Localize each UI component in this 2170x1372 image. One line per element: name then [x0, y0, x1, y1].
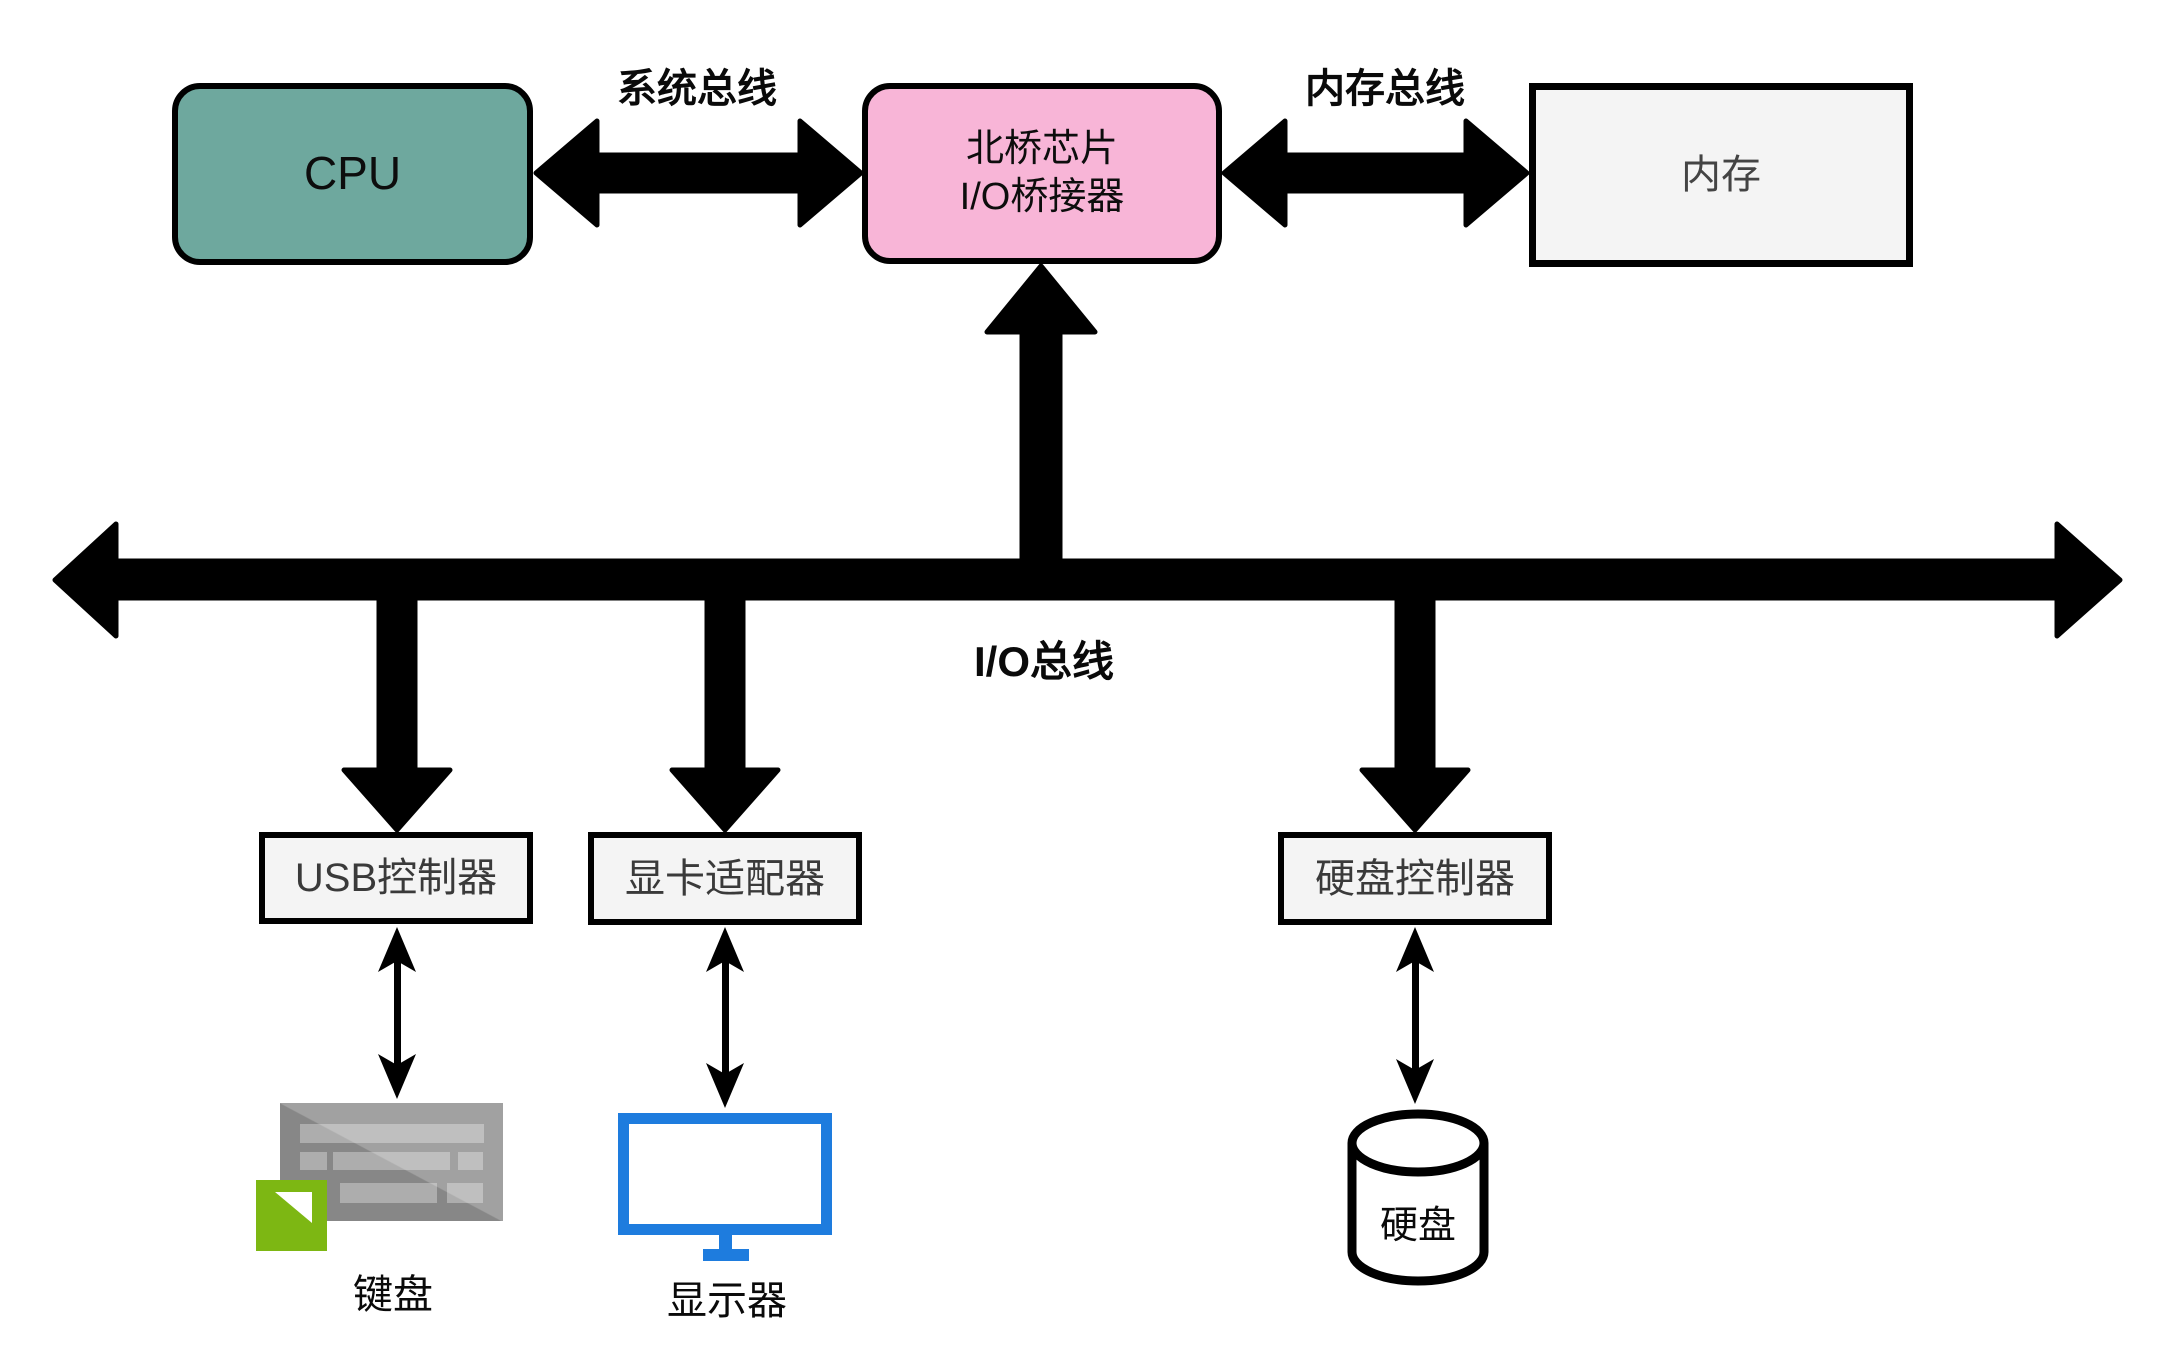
hard-disk-icon — [1347, 1109, 1489, 1286]
graphics-monitor-arrow — [706, 927, 744, 1108]
keyboard-badge-fold — [275, 1192, 312, 1223]
graphics-adapter-node: 显卡适配器 — [588, 832, 862, 925]
monitor-label: 显示器 — [667, 1279, 787, 1323]
io-bus-label: I/O总线 — [973, 638, 1115, 685]
disk-controller-node: 硬盘控制器 — [1278, 832, 1552, 925]
keyboard-key-row — [300, 1124, 484, 1143]
hard-disk-label: 硬盘 — [1379, 1205, 1457, 1247]
monitor-stand-stem — [719, 1233, 732, 1251]
disk-controller-label: 硬盘控制器 — [1315, 856, 1515, 901]
northbridge-node: 北桥芯片 I/O桥接器 — [862, 83, 1222, 264]
keyboard-badge-icon — [256, 1180, 327, 1251]
northbridge-label-line1: 北桥芯片 — [965, 128, 1118, 170]
usb-controller-node: USB控制器 — [259, 832, 533, 924]
system-bus-arrow — [533, 118, 864, 228]
keyboard-key — [333, 1152, 450, 1170]
keyboard-key — [458, 1152, 483, 1170]
graphics-adapter-label: 显卡适配器 — [625, 856, 825, 901]
usb-drop-arrow — [341, 582, 453, 833]
northbridge-label-line2: I/O桥接器 — [959, 175, 1125, 218]
keyboard-key — [447, 1183, 483, 1203]
memory-label: 内存 — [1681, 153, 1761, 197]
memory-bus-label: 内存总线 — [1305, 67, 1465, 111]
usb-keyboard-arrow — [378, 927, 416, 1099]
northbridge-io-arrow — [984, 263, 1098, 593]
memory-bus-arrow — [1221, 118, 1530, 228]
disk-harddisk-arrow — [1396, 927, 1434, 1104]
disk-drop-arrow — [1359, 582, 1471, 833]
keyboard-key — [300, 1152, 327, 1170]
keyboard-label: 键盘 — [353, 1273, 433, 1317]
graphics-drop-arrow — [669, 582, 781, 833]
monitor-stand-base — [703, 1249, 749, 1261]
cpu-label: CPU — [303, 147, 402, 200]
memory-node: 内存 — [1529, 83, 1913, 267]
cpu-node: CPU — [172, 83, 533, 265]
monitor-icon — [618, 1113, 832, 1235]
system-bus-label: 系统总线 — [617, 67, 777, 111]
io-bus-line — [52, 521, 2123, 639]
usb-controller-label: USB控制器 — [294, 856, 498, 900]
keyboard-key — [340, 1183, 437, 1203]
